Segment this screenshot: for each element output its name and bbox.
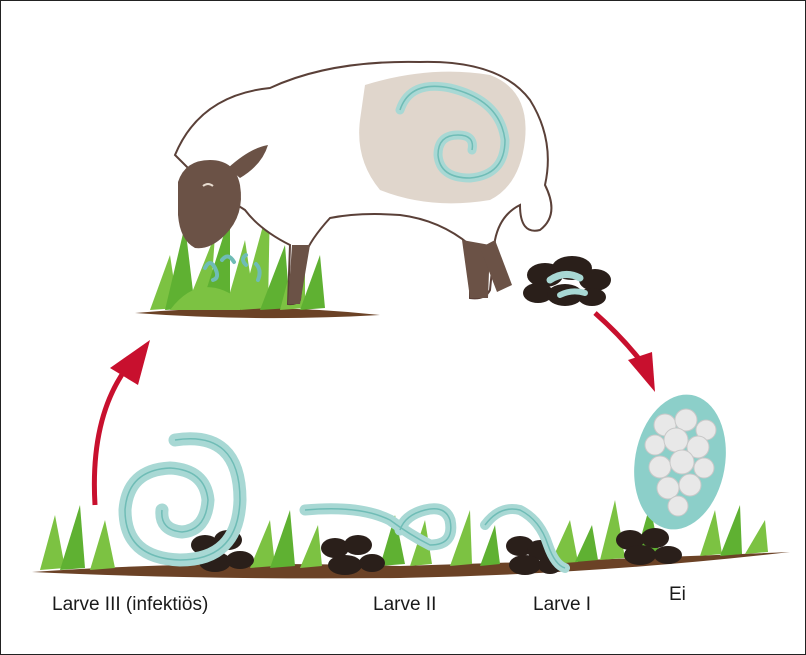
larva-icon <box>125 439 240 560</box>
grazing-scene <box>135 62 611 318</box>
larva-icon <box>305 509 451 545</box>
sheep-icon <box>175 62 551 304</box>
arrow-head-right <box>628 352 655 392</box>
arrow-head-left <box>110 340 150 385</box>
label-larva-3: Larve III (infektiös) <box>52 594 208 616</box>
label-larva-2: Larve II <box>373 594 436 616</box>
label-larva-1: Larve I <box>533 594 591 616</box>
egg-icon <box>624 387 736 537</box>
label-egg: Ei <box>669 584 686 606</box>
sheep-head <box>178 160 241 248</box>
arrow-icon <box>595 313 640 360</box>
arrow-icon <box>94 370 125 505</box>
dung-icon <box>523 256 611 306</box>
